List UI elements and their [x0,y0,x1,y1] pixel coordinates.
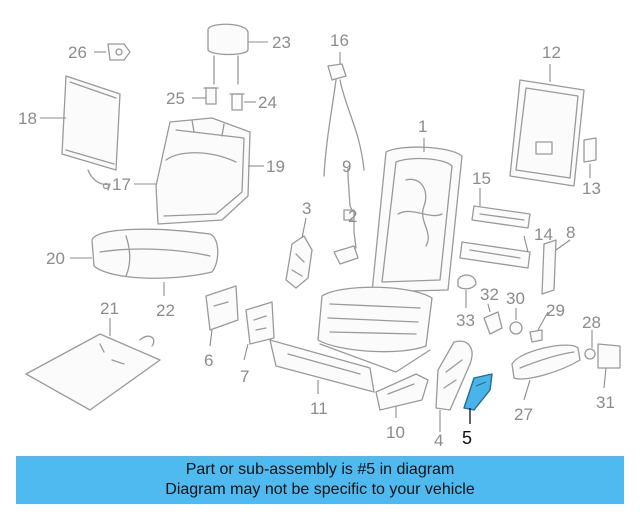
part-1-seat-frame [317,146,463,373]
part-32-actuator [483,311,503,335]
part-7-cover [245,301,275,345]
callout-11: 11 [310,399,328,418]
callout-2: 2 [348,207,357,226]
part-20-cushion [91,228,219,279]
part-24-guide [229,93,245,111]
callout-31: 31 [596,393,615,412]
callout-19: 19 [266,157,285,176]
callout-13: 13 [582,179,601,198]
callout-18: 18 [18,109,37,128]
part-15-rail [471,205,531,229]
part-25-guide [203,87,219,105]
callout-12: 12 [542,43,561,62]
part-10-trim [375,373,429,411]
part-11-trim [269,339,375,393]
part-27-armrest [511,344,581,380]
callout-30: 30 [506,289,525,308]
part-3-hinge [285,235,313,289]
part-16-cable [323,63,365,177]
callout-21: 21 [100,299,119,318]
callout-24: 24 [258,93,277,112]
callout-22: 22 [156,301,175,320]
part-23-headrest [207,23,249,85]
callout-27: 27 [514,405,533,424]
banner-line-2: Diagram may not be specific to your vehi… [165,481,475,498]
callout-5: 5 [462,428,472,448]
callout-labels: 26 23 16 12 18 25 24 1 19 17 13 9 15 3 2… [18,31,615,450]
part-21-mat [25,333,161,411]
part-13-bracket [583,137,597,163]
callout-8: 8 [566,223,575,242]
part-18-back-panel [61,75,121,191]
part-19-seat-back [155,117,251,225]
callout-26: 26 [68,43,87,62]
part-31-cap [597,343,621,369]
part-12-back-panel [509,79,585,187]
callout-20: 20 [46,249,65,268]
info-banner: Part or sub-assembly is #5 in diagram Di… [16,456,624,504]
callout-3: 3 [302,199,311,218]
callout-14: 14 [534,225,553,244]
parts-diagram: 26 23 16 12 18 25 24 1 19 17 13 9 15 3 2… [18,23,621,450]
leader-lines [40,41,607,432]
part-33-knob [457,274,477,290]
callout-17: 17 [112,175,131,194]
callout-29: 29 [546,301,565,320]
banner-line-1: Part or sub-assembly is #5 in diagram [185,461,455,478]
part-26-clip [107,43,131,61]
part-6-cover [205,285,239,331]
part-9-bracket [343,175,355,221]
callout-16: 16 [330,31,349,50]
callout-28: 28 [582,313,601,332]
part-5-highlighted[interactable] [463,373,493,411]
callout-10: 10 [386,423,405,442]
callout-1: 1 [418,117,427,136]
part-4-side-shield [435,340,473,411]
callout-33: 33 [456,311,475,330]
callout-23: 23 [272,33,291,52]
callout-7: 7 [240,367,249,386]
callout-6: 6 [204,351,213,370]
callout-9: 9 [342,157,351,176]
part-14-rail [459,241,531,269]
part-28-bushing [584,348,596,360]
part-29-clip [529,329,543,343]
callout-4: 4 [434,431,443,450]
part-2-latch [333,231,359,265]
part-30-bushing [509,321,523,335]
callout-15: 15 [472,169,491,188]
callout-25: 25 [166,89,185,108]
callout-32: 32 [480,285,499,304]
part-8-bracket [541,239,557,295]
